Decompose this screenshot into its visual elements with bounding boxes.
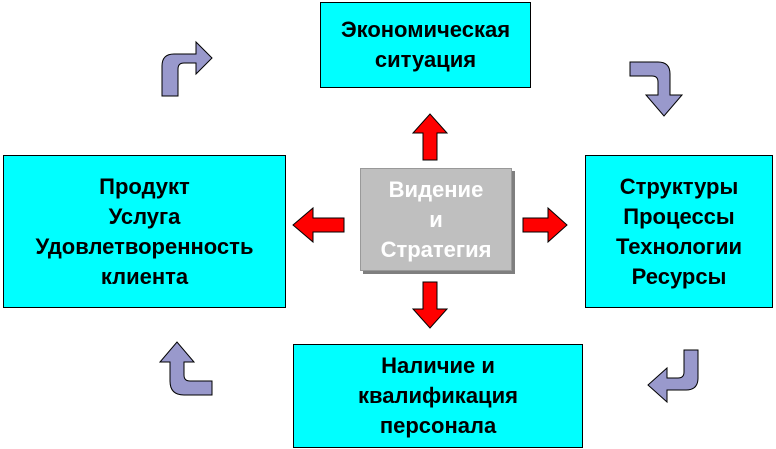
box-text-line: Удовлетворенность [35,233,254,259]
box-text-line: Видение [388,176,484,202]
box-text-line: Процессы [623,203,735,229]
arrow-up-icon [411,113,449,161]
box-text-line: персонала [379,413,497,438]
box-text-line: Стратегия [380,236,492,262]
box-text-line: Экономическая [340,17,511,42]
arrow-right-icon [522,206,568,244]
curved-arrow-icon [161,40,213,97]
box-product-service: Продукт Услуга Удовлетворенность клиента [3,155,286,308]
box-text-line: Продукт [99,173,190,199]
arrow-down-icon [411,281,449,329]
box-text-line: клиента [100,263,189,289]
box-structures-processes: Структуры Процессы Технологии Ресурсы [585,155,773,308]
box-text-line: Технологии [615,233,743,259]
box-text-line: Наличие и [381,353,495,378]
box-text-line: Структуры [619,173,739,199]
box-text-line: квалификация [358,383,518,408]
curved-arrow-icon [629,61,684,117]
box-economic-situation: Экономическая ситуация [320,2,531,88]
box-text-line: ситуация [374,47,477,72]
box-text-line: Ресурсы [631,263,727,289]
box-vision-strategy: Видение и Стратегия [360,168,512,271]
arrow-left-icon [292,206,345,244]
curved-arrow-icon [158,341,213,396]
box-text-line: и [429,206,443,232]
box-text-line: Услуга [108,203,181,229]
box-staff-qualification: Наличие и квалификация персонала [293,344,583,448]
curved-arrow-icon [647,349,699,404]
